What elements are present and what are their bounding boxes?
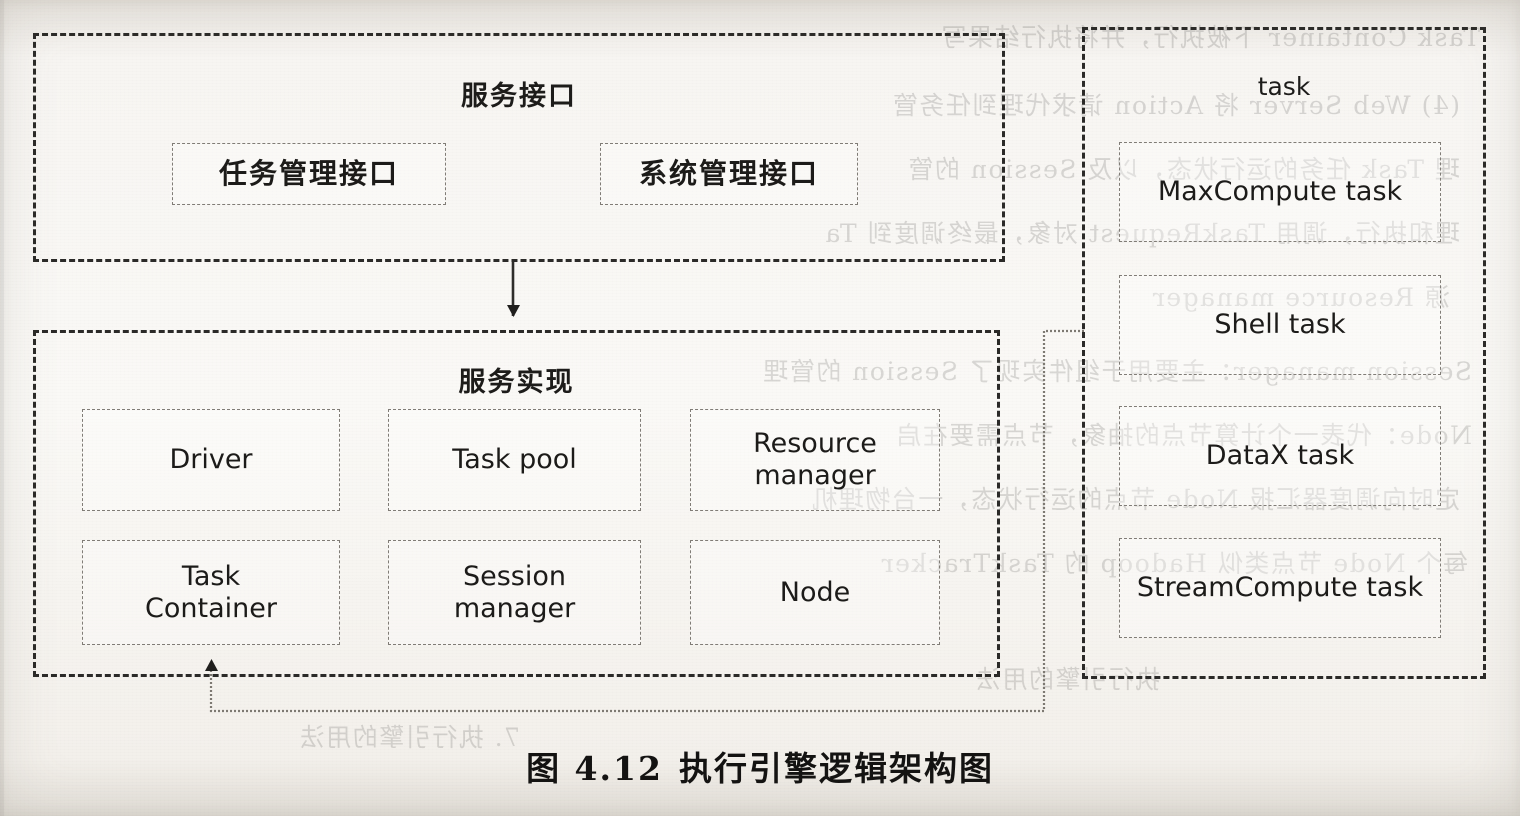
node-task-container[interactable]: Task Container (82, 540, 340, 645)
node-task-management-api[interactable]: 任务管理接口 (172, 143, 446, 205)
panel-title-task: task (1257, 72, 1311, 101)
figure-caption: 图 4.12 执行引擎逻辑架构图 (0, 742, 1520, 790)
panel-service-interface: 服务接口 (33, 33, 1005, 262)
node-streamcompute-task[interactable]: StreamCompute task (1119, 538, 1441, 638)
figure-caption-number: 图 4.12 (526, 749, 663, 788)
node-node[interactable]: Node (690, 540, 940, 645)
node-driver[interactable]: Driver (82, 409, 340, 511)
panel-service-implementation: 服务实现 (33, 330, 1000, 677)
panel-title-service-implementation: 服务实现 (458, 367, 575, 398)
node-task-pool[interactable]: Task pool (388, 409, 641, 511)
node-datax-task[interactable]: DataX task (1119, 406, 1441, 506)
panel-title-service-interface: 服务接口 (461, 81, 577, 112)
panel-task: task (1082, 27, 1486, 679)
node-resource-manager[interactable]: Resource manager (690, 409, 940, 511)
node-system-management-api[interactable]: 系统管理接口 (600, 143, 858, 205)
node-maxcompute-task[interactable]: MaxCompute task (1119, 142, 1441, 242)
figure-caption-text: 执行引擎逻辑架构图 (678, 749, 994, 788)
node-shell-task[interactable]: Shell task (1119, 275, 1441, 375)
node-session-manager[interactable]: Session manager (388, 540, 641, 645)
